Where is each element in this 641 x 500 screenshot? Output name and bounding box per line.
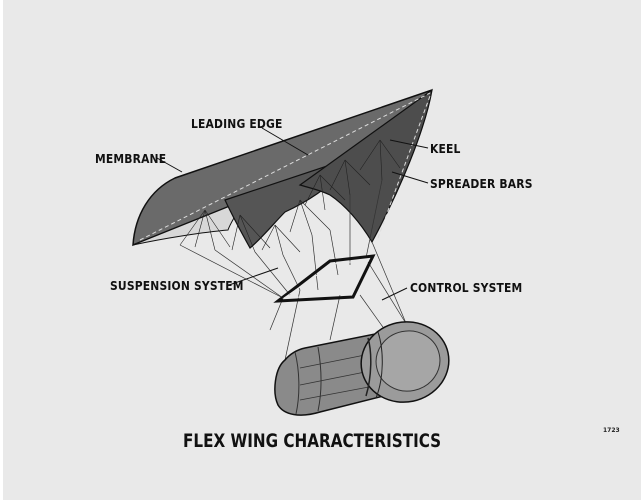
- payload-canister: [274, 321, 450, 416]
- label-control-system: CONTROL SYSTEM: [410, 280, 523, 295]
- control-frame-inner: [282, 259, 369, 299]
- reference-number: 1723: [603, 427, 620, 434]
- label-keel: KEEL: [430, 141, 461, 156]
- label-leading-edge: LEADING EDGE: [191, 116, 283, 131]
- label-membrane: MEMBRANE: [95, 151, 167, 166]
- label-suspension-system: SUSPENSION SYSTEM: [110, 278, 244, 293]
- leader-lines: [156, 127, 429, 301]
- suspension-lines: [179, 179, 411, 361]
- diagram-title: FLEX WING CHARACTERISTICS: [183, 430, 442, 452]
- keel-dashed-line: [377, 95, 431, 239]
- sheet-edge: [0, 0, 3, 500]
- suspension-fan-lines: [179, 139, 401, 256]
- label-spreader-bars: SPREADER BARS: [430, 176, 533, 191]
- leading-edge-line: [139, 92, 431, 241]
- control-frame: [273, 254, 376, 303]
- wing-lobe-right: [298, 88, 433, 244]
